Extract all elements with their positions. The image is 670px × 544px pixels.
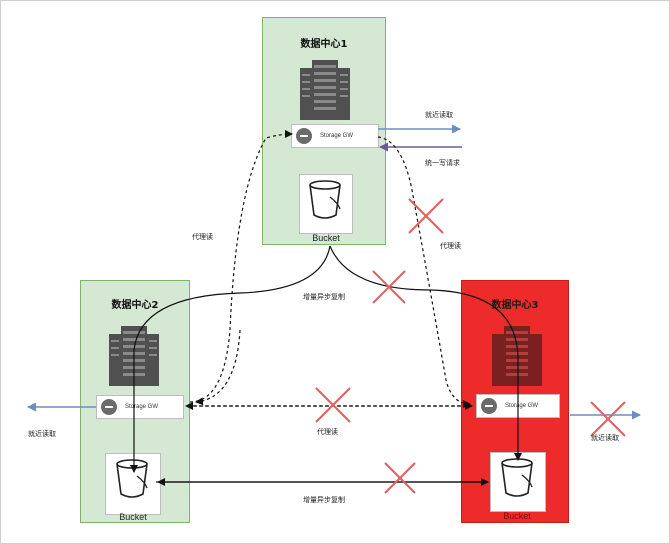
server-rack-icon xyxy=(492,326,542,386)
bucket-3-label: Bucket xyxy=(503,511,531,521)
gateway-icon xyxy=(481,398,497,414)
datacenter-1-title: 数据中心1 xyxy=(300,39,348,50)
dc2-nearby-read-label: 就近读取 xyxy=(28,430,56,438)
bucket-1-label: Bucket xyxy=(312,233,340,243)
storage-gateway-2-label: Storage GW xyxy=(125,404,159,410)
storage-gateway-1[interactable]: Storage GW xyxy=(291,124,379,148)
storage-gateway-1-label: Storage GW xyxy=(320,133,354,139)
storage-gateway-3-label: Storage GW xyxy=(505,403,539,409)
async-replication-top-label: 增量异步复制 xyxy=(303,293,345,301)
async-replication-bottom-label: 增量异步复制 xyxy=(303,496,345,504)
bucket-1-box[interactable] xyxy=(299,174,353,234)
datacenter-3-title: 数据中心3 xyxy=(491,300,539,311)
replication-dc1-dc3 xyxy=(329,245,522,461)
storage-gateway-2[interactable]: Storage GW xyxy=(96,395,184,419)
server-rack-icon xyxy=(300,60,350,120)
dc3-nearby-read-label: 就近读取 xyxy=(591,434,619,442)
proxy-read-dc1-dc3 xyxy=(377,136,471,408)
datacenter-1: 数据中心1 Storage GW Bucket xyxy=(262,17,386,245)
blocked-cross-icon xyxy=(315,387,351,423)
blocked-cross-icon xyxy=(372,270,406,304)
blocked-cross-icon xyxy=(384,462,416,494)
gateway-icon xyxy=(296,128,312,144)
bucket-icon xyxy=(309,180,341,219)
proxy-read-right-label: 代理读 xyxy=(440,242,461,250)
bucket-3-box[interactable] xyxy=(490,452,546,512)
replication-dc1-dc2 xyxy=(130,245,331,473)
blocked-cross-icon xyxy=(408,198,444,234)
blocked-cross-icon xyxy=(590,401,626,437)
dc1-unified-write-label: 统一写请求 xyxy=(425,159,460,167)
dc1-nearby-read-label: 就近读取 xyxy=(425,111,453,119)
gateway-icon xyxy=(101,399,117,415)
proxy-read-left-label: 代理读 xyxy=(192,233,213,241)
proxy-read-dc2-dc1 xyxy=(189,130,293,403)
proxy-read-bottom-label: 代理读 xyxy=(317,428,338,436)
bucket-2-label: Bucket xyxy=(119,512,147,522)
datacenter-2-title: 数据中心2 xyxy=(111,300,159,311)
proxy-read-dc2-dc1-back xyxy=(195,329,241,406)
